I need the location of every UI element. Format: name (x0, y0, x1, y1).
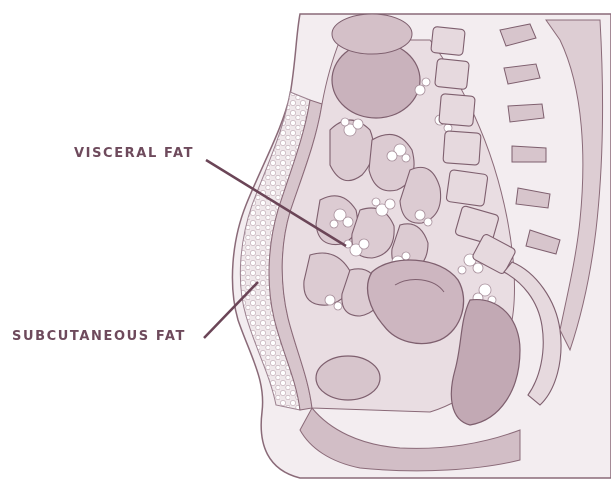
subcutaneous-fat-label: SUBCUTANEOUS FAT (12, 329, 186, 344)
visceral-fat-label: VISCERAL FAT (74, 146, 194, 161)
upper-organ (332, 14, 412, 54)
bladder-organ (316, 356, 380, 400)
